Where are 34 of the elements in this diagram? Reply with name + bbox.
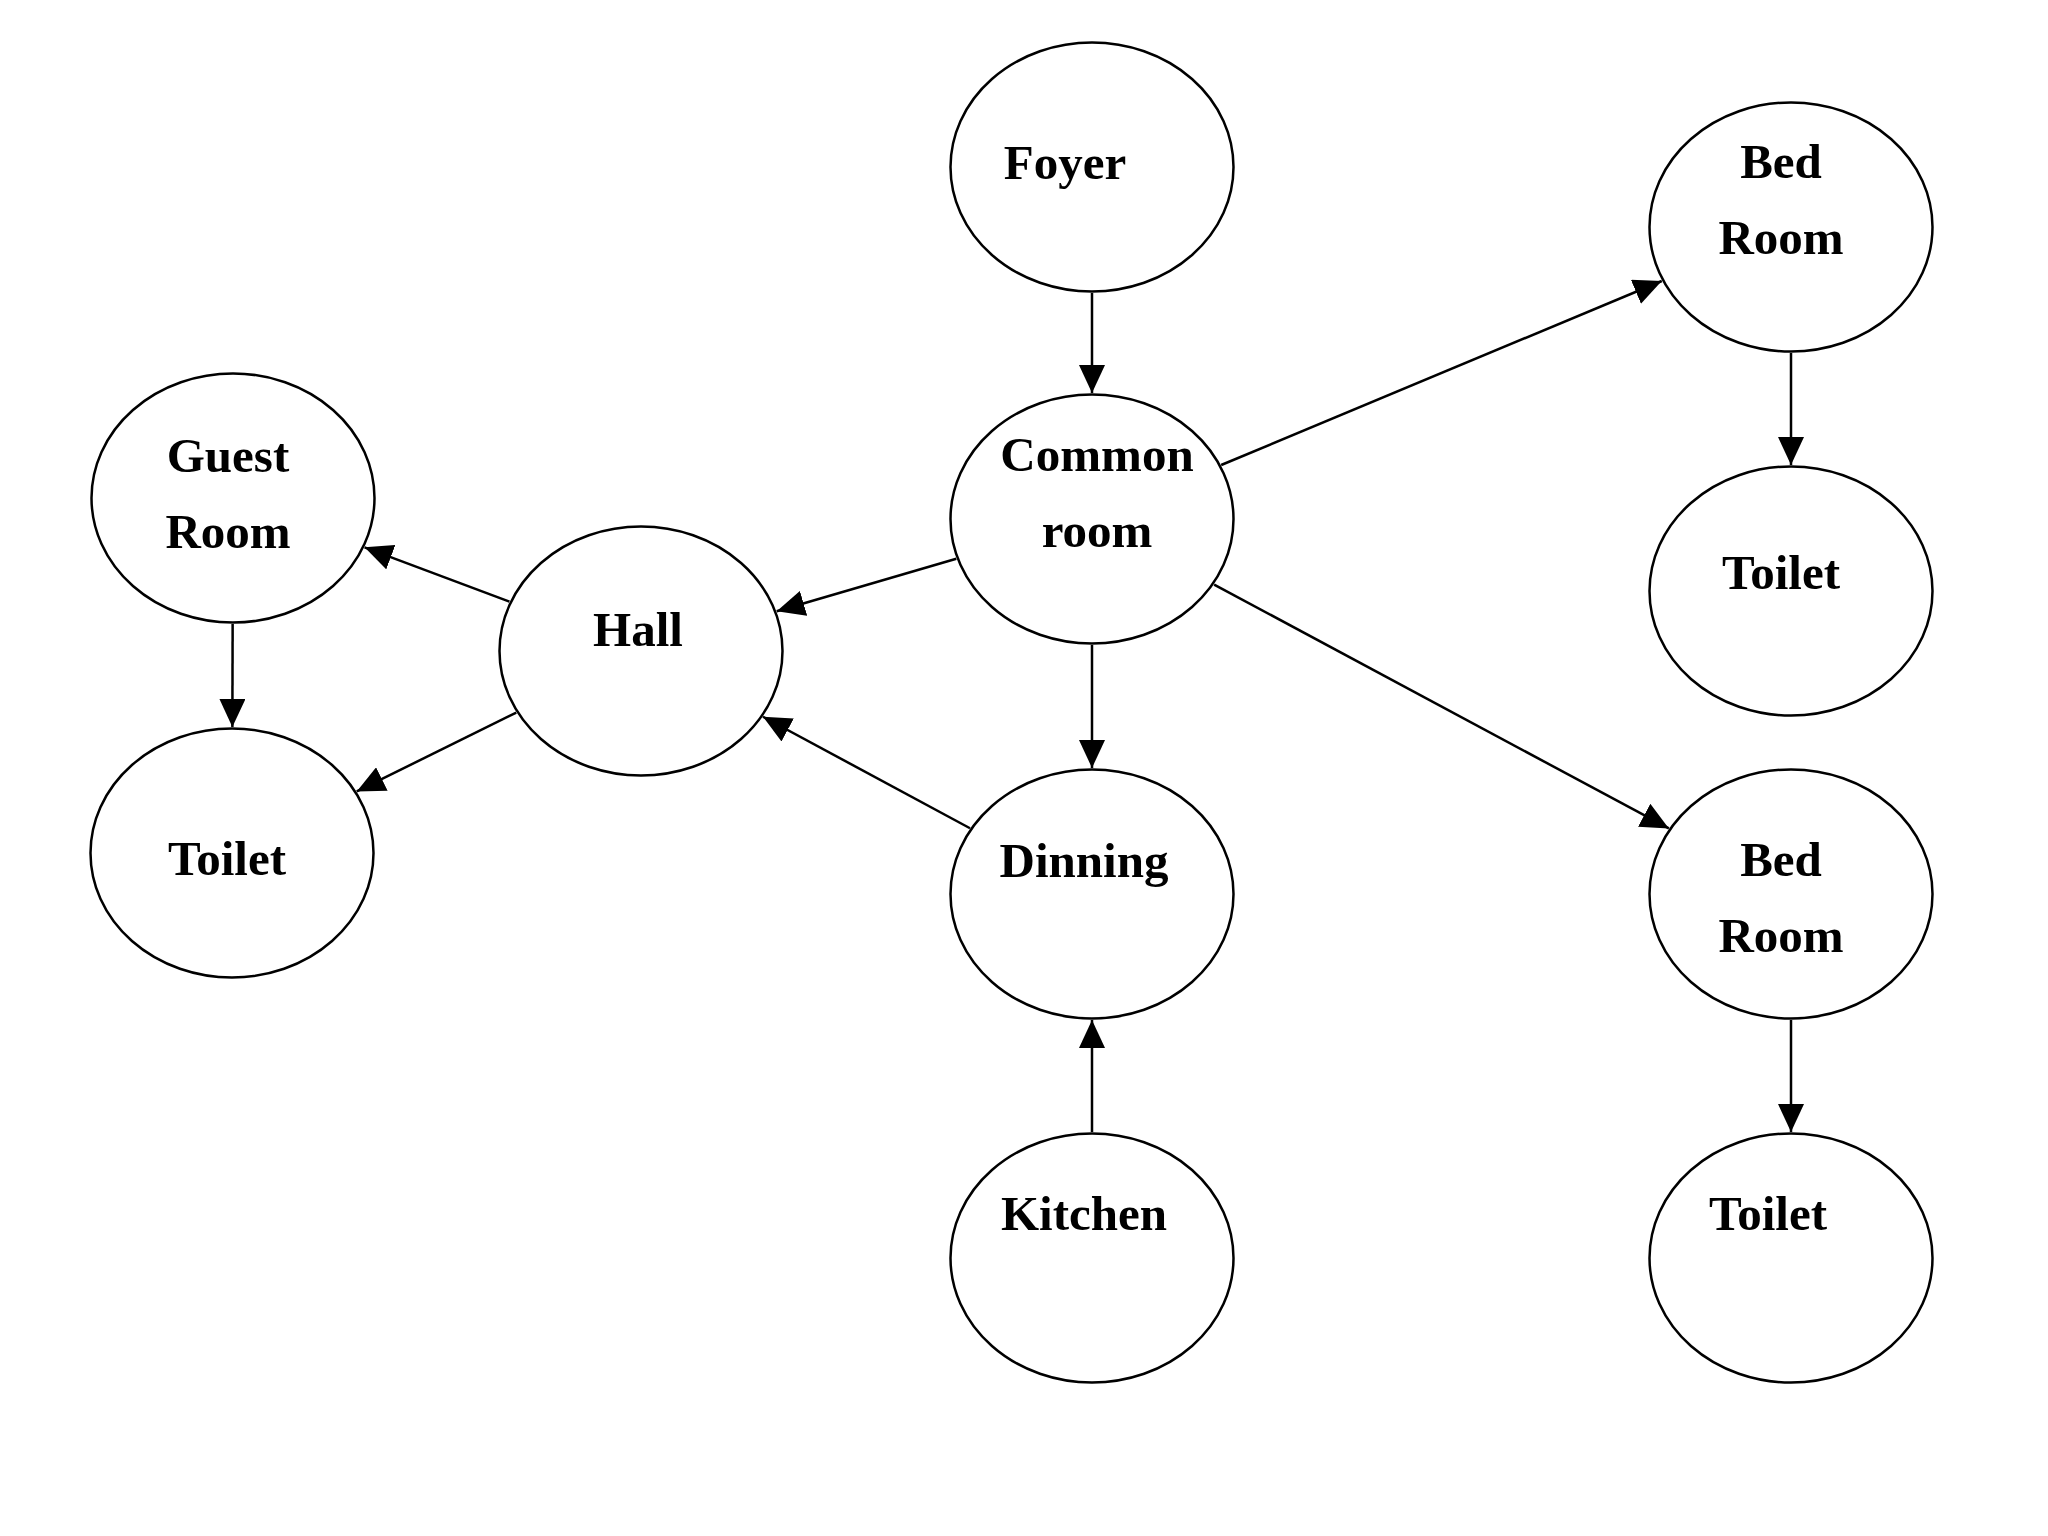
arrow (1079, 293, 1105, 393)
room-ellipse (1648, 768, 1934, 1020)
room-label: Toilet (1709, 1185, 1827, 1244)
room-ellipse (89, 727, 375, 979)
room-ellipse (498, 525, 784, 777)
room-label: Common room (1000, 426, 1194, 560)
room-label: Foyer (1003, 134, 1127, 193)
arrow (364, 545, 510, 603)
room-label: Dinning (999, 832, 1169, 891)
arrow (1079, 1020, 1105, 1132)
room-ellipse (949, 41, 1235, 293)
arrow (762, 715, 971, 830)
room-label: Hall (593, 601, 683, 660)
arrow (1778, 1020, 1804, 1132)
room-ellipse (1648, 101, 1934, 353)
room-label: Bed Room (1718, 831, 1844, 965)
room-ellipse (949, 768, 1235, 1020)
arrow (356, 711, 517, 793)
room-label: Toilet (168, 830, 286, 889)
room-ellipse (949, 393, 1235, 645)
room-ellipse (1648, 465, 1934, 717)
room-label: Kitchen (1001, 1185, 1167, 1244)
room-label: Toilet (1722, 544, 1840, 603)
arrow (219, 624, 246, 727)
room-ellipse (949, 1132, 1235, 1384)
arrow (1079, 645, 1105, 768)
room-label: Bed Room (1718, 133, 1844, 267)
room-ellipse (1648, 1132, 1934, 1384)
arrow (776, 557, 957, 616)
arrow (1213, 583, 1670, 830)
arrow (1778, 353, 1804, 465)
room-label: Guest Room (165, 427, 291, 561)
room-ellipse (90, 372, 376, 624)
arrow (1220, 279, 1663, 467)
